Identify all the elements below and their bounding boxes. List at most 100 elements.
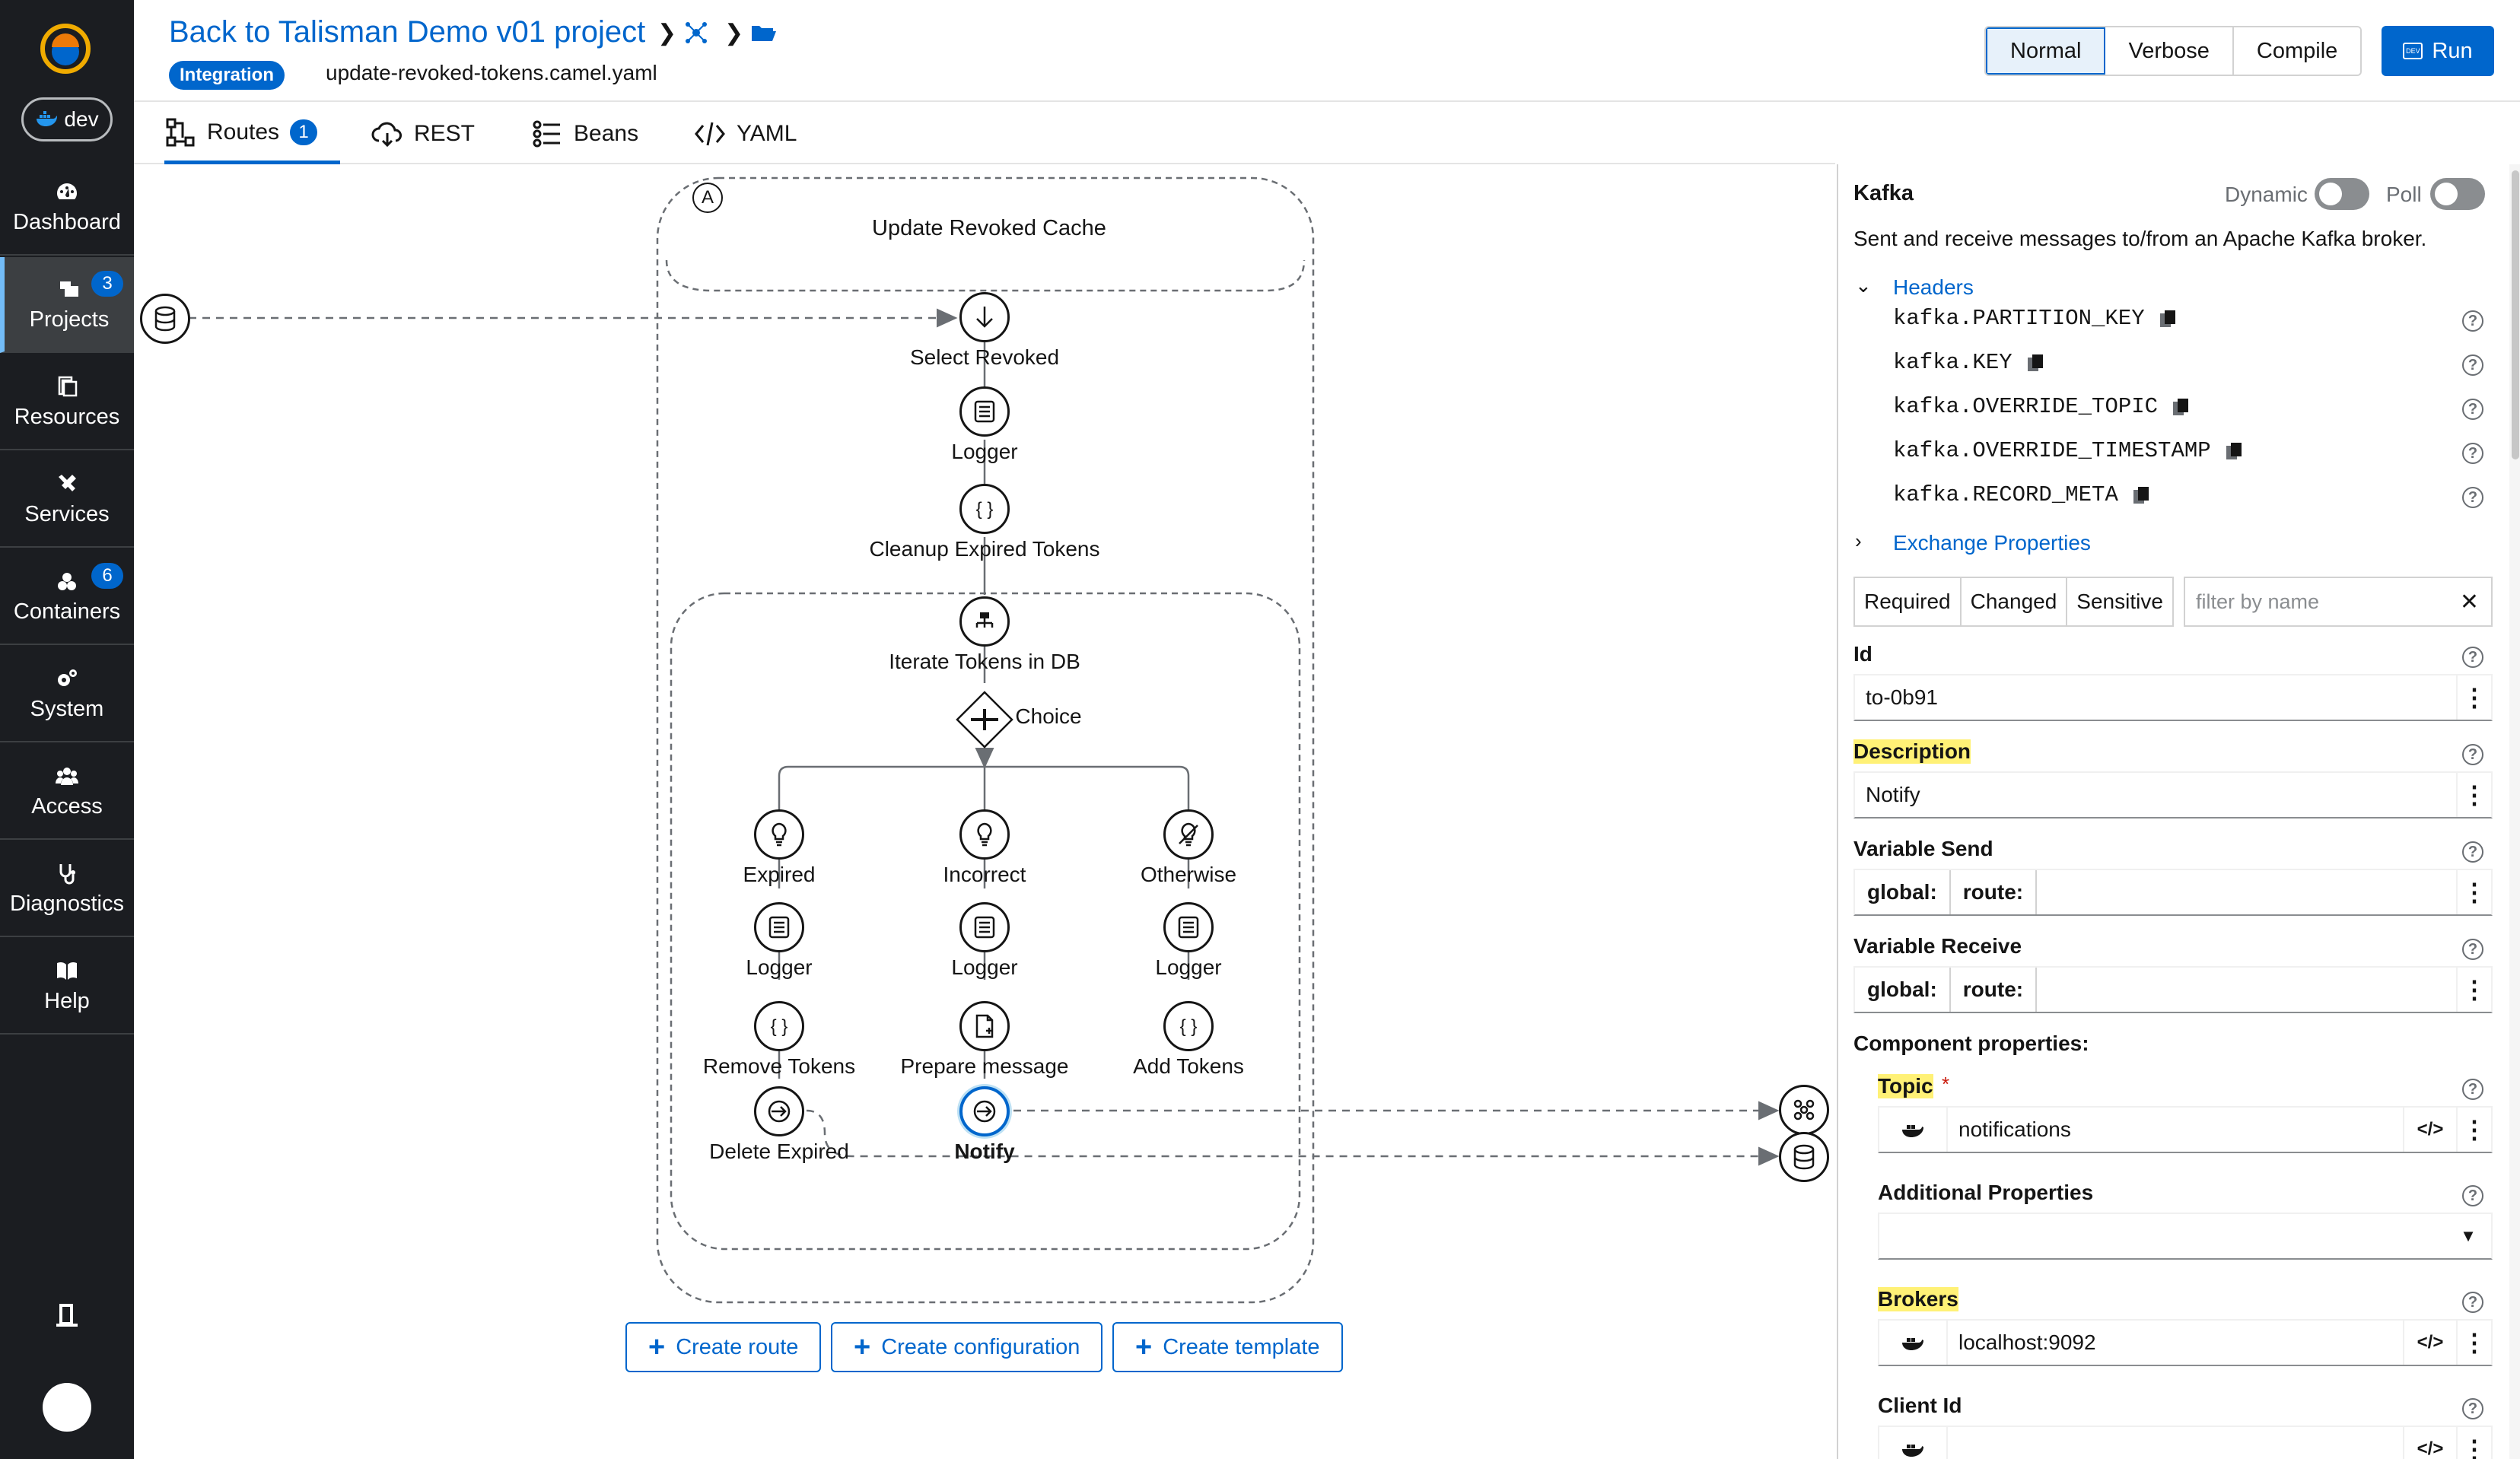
help-icon[interactable]: ? [2462, 744, 2483, 765]
nav-item-help[interactable]: Help [0, 939, 134, 1035]
chevron-down-icon[interactable]: ⌄ [1855, 274, 1872, 297]
nav-item-containers[interactable]: Containers 6 [0, 549, 134, 645]
panel-scrollbar[interactable] [2509, 164, 2520, 1459]
logger-expired-node[interactable] [754, 902, 804, 952]
nav-item-services[interactable]: Services [0, 452, 134, 548]
route-scope-button[interactable]: route: [1951, 968, 2038, 1012]
kafka-endpoint-node[interactable] [1779, 1085, 1829, 1135]
help-icon[interactable]: ? [2462, 487, 2483, 508]
caret-down-icon[interactable]: ▼ [2460, 1226, 2477, 1245]
kebab-menu-icon[interactable]: ⋮ [2456, 1427, 2491, 1459]
help-icon[interactable]: ? [2462, 1079, 2483, 1100]
mode-normal-button[interactable]: Normal [1986, 27, 2106, 75]
cleanup-expired-node[interactable]: { } [959, 484, 1010, 534]
route-scope-button[interactable]: route: [1951, 870, 2038, 914]
help-icon[interactable]: ? [2462, 1185, 2483, 1206]
description-field[interactable]: Notify ⋮ [1853, 771, 2493, 819]
chevron-right-icon[interactable]: › [1855, 529, 1862, 552]
variable-receive-field[interactable]: global: route: ⋮ [1853, 966, 2493, 1013]
copy-icon[interactable] [2172, 397, 2190, 417]
copy-icon[interactable] [2225, 441, 2243, 461]
help-icon[interactable]: ? [2462, 310, 2483, 332]
code-toggle-icon[interactable]: </> [2403, 1108, 2456, 1152]
logger-node[interactable] [959, 386, 1010, 437]
tab-beans[interactable]: Beans [531, 103, 638, 164]
remove-tokens-node[interactable]: { } [754, 1001, 804, 1051]
scrollbar-thumb[interactable] [2512, 170, 2519, 459]
headers-toggle[interactable]: Headers [1893, 275, 1974, 299]
kebab-menu-icon[interactable]: ⋮ [2456, 1108, 2491, 1152]
help-icon[interactable]: ? [2462, 647, 2483, 668]
nav-item-access[interactable]: Access [0, 744, 134, 840]
create-configuration-button[interactable]: + Create configuration [831, 1322, 1103, 1372]
route-designer-canvas[interactable]: A Update Revoked Cache Select Revoked Lo… [134, 166, 1835, 1459]
filter-by-name-input[interactable]: filter by name ✕ [2184, 577, 2493, 627]
help-icon[interactable]: ? [2462, 1398, 2483, 1419]
add-tokens-node[interactable]: { } [1163, 1001, 1214, 1051]
otherwise-node[interactable] [1163, 809, 1214, 860]
copy-icon[interactable] [2026, 353, 2044, 373]
variable-send-field[interactable]: global: route: ⋮ [1853, 869, 2493, 916]
exchange-properties-toggle[interactable]: Exchange Properties [1893, 531, 2091, 555]
route-title[interactable]: Update Revoked Cache [872, 216, 1106, 240]
create-route-button[interactable]: + Create route [625, 1322, 822, 1372]
nav-item-projects[interactable]: Projects 3 [0, 257, 134, 353]
sql-consumer-node[interactable] [140, 294, 190, 344]
tab-routes[interactable]: Routes 1 [164, 103, 341, 164]
iterate-tokens-node[interactable] [959, 596, 1010, 647]
delete-expired-node[interactable] [754, 1086, 804, 1136]
prepare-message-node[interactable] [959, 1001, 1010, 1051]
nav-item-resources[interactable]: Resources [0, 354, 134, 450]
help-icon[interactable]: ? [2462, 1292, 2483, 1313]
help-icon[interactable]: ? [2462, 939, 2483, 960]
environment-selector[interactable]: dev [21, 97, 113, 141]
when-expired-node[interactable] [754, 809, 804, 860]
logger-otherwise-node[interactable] [1163, 902, 1214, 952]
select-revoked-node[interactable] [959, 292, 1010, 342]
tab-yaml[interactable]: YAML [694, 103, 797, 164]
logout-icon[interactable] [53, 1301, 81, 1328]
filter-changed-button[interactable]: Changed [1962, 578, 2068, 625]
tab-rest[interactable]: REST [371, 103, 475, 164]
help-icon[interactable]: ? [2462, 841, 2483, 863]
choice-node[interactable] [954, 689, 1015, 750]
when-incorrect-node[interactable] [959, 809, 1010, 860]
kebab-menu-icon[interactable]: ⋮ [2456, 968, 2491, 1012]
notify-node[interactable] [959, 1086, 1010, 1136]
help-icon[interactable]: ? [2462, 443, 2483, 464]
run-button[interactable]: DEV Run [2382, 26, 2494, 76]
kebab-menu-icon[interactable]: ⋮ [2456, 675, 2491, 720]
kebab-menu-icon[interactable]: ⋮ [2456, 773, 2491, 817]
filter-required-button[interactable]: Required [1855, 578, 1962, 625]
help-icon[interactable]: ? [2462, 399, 2483, 420]
kebab-menu-icon[interactable]: ⋮ [2456, 870, 2491, 914]
logger-incorrect-node[interactable] [959, 902, 1010, 952]
filter-sensitive-button[interactable]: Sensitive [2076, 590, 2163, 613]
back-to-project-link[interactable]: Back to Talisman Demo v01 project [169, 15, 646, 49]
folder-open-icon[interactable] [750, 20, 776, 46]
poll-toggle[interactable] [2430, 178, 2485, 210]
nav-item-diagnostics[interactable]: Diagnostics [0, 841, 134, 937]
global-scope-button[interactable]: global: [1855, 870, 1951, 914]
copy-icon[interactable] [2132, 485, 2150, 505]
nav-item-system[interactable]: System [0, 647, 134, 742]
id-field[interactable]: to-0b91 ⋮ [1853, 674, 2493, 721]
kebab-menu-icon[interactable]: ⋮ [2456, 1321, 2491, 1365]
topic-field[interactable]: notifications </> ⋮ [1878, 1106, 2493, 1153]
user-avatar[interactable] [43, 1383, 91, 1432]
app-logo-icon[interactable] [38, 21, 93, 76]
code-toggle-icon[interactable]: </> [2403, 1427, 2456, 1459]
dynamic-toggle[interactable] [2315, 178, 2369, 210]
client-id-field[interactable]: </> ⋮ [1878, 1426, 2493, 1459]
global-scope-button[interactable]: global: [1855, 968, 1951, 1012]
mode-verbose-button[interactable]: Verbose [2105, 27, 2234, 75]
sql-producer-node[interactable] [1779, 1132, 1829, 1182]
create-template-button[interactable]: + Create template [1112, 1322, 1343, 1372]
nav-item-dashboard[interactable]: Dashboard [0, 160, 134, 256]
mode-compile-button[interactable]: Compile [2233, 27, 2361, 75]
integration-topology-icon[interactable] [683, 20, 709, 46]
copy-icon[interactable] [2159, 309, 2177, 329]
help-icon[interactable]: ? [2462, 354, 2483, 376]
code-toggle-icon[interactable]: </> [2403, 1321, 2456, 1365]
additional-properties-select[interactable]: ▼ [1878, 1213, 2493, 1260]
